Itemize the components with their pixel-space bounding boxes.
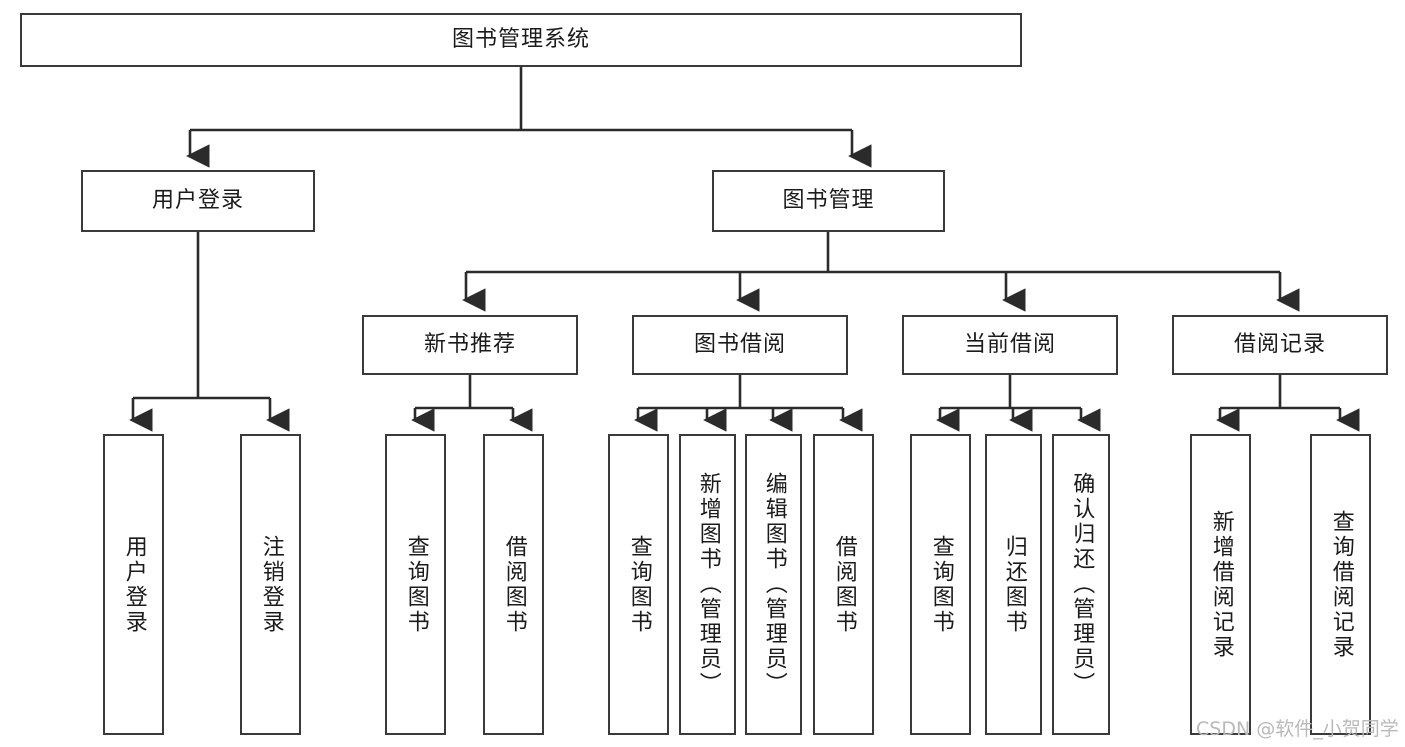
node-label: 借阅记录: [1233, 331, 1326, 357]
leaf-user-login-login[interactable]: 用户登录: [103, 434, 164, 735]
node-new-book-recommend[interactable]: 新书推荐: [362, 315, 578, 375]
leaf-new-book-borrow-book[interactable]: 借阅图书: [483, 434, 544, 735]
node-book-borrow[interactable]: 图书借阅: [632, 315, 848, 375]
leaf-book-borrow-borrow-book[interactable]: 借阅图书: [813, 434, 874, 735]
node-label: 借阅图书: [831, 534, 857, 635]
node-label: 用户登录: [121, 534, 147, 635]
node-book-management[interactable]: 图书管理: [712, 170, 945, 232]
node-label: 查询图书: [403, 534, 429, 635]
node-label: 用户登录: [151, 187, 244, 213]
leaf-borrow-record-add-record[interactable]: 新增借阅记录: [1190, 434, 1251, 735]
node-current-borrow[interactable]: 当前借阅: [902, 315, 1118, 375]
node-user-login[interactable]: 用户登录: [81, 170, 315, 232]
csdn-watermark: CSDN @软件_小贺同学: [1196, 718, 1399, 740]
node-borrow-record[interactable]: 借阅记录: [1172, 315, 1388, 375]
leaf-user-login-logout[interactable]: 注销登录: [240, 434, 301, 735]
node-label: 编辑图书（管理员）: [761, 472, 787, 697]
node-label: 借阅图书: [501, 534, 527, 635]
leaf-book-borrow-add-book-admin[interactable]: 新增图书（管理员）: [679, 434, 736, 735]
node-label: 确认归还（管理员）: [1069, 472, 1095, 697]
node-label: 查询借阅记录: [1328, 509, 1354, 660]
node-label: 当前借阅: [963, 331, 1056, 357]
node-label: 图书借阅: [693, 331, 786, 357]
node-label: 查询图书: [928, 534, 954, 635]
node-label: 新书推荐: [423, 331, 516, 357]
leaf-book-borrow-edit-book-admin[interactable]: 编辑图书（管理员）: [745, 434, 802, 735]
leaf-current-borrow-return-book[interactable]: 归还图书: [985, 434, 1042, 735]
leaf-book-borrow-query-book[interactable]: 查询图书: [608, 434, 669, 735]
node-label: 归还图书: [1001, 534, 1027, 635]
leaf-current-borrow-query-book[interactable]: 查询图书: [910, 434, 971, 735]
node-label: 查询图书: [626, 534, 652, 635]
node-label: 注销登录: [258, 534, 284, 635]
node-label: 新增借阅记录: [1208, 509, 1234, 660]
node-label: 新增图书（管理员）: [695, 472, 721, 697]
node-label: 图书管理: [782, 187, 875, 213]
node-label: 图书管理系统: [451, 26, 590, 52]
leaf-borrow-record-query-record[interactable]: 查询借阅记录: [1310, 434, 1371, 735]
node-root-book-management-system[interactable]: 图书管理系统: [20, 13, 1022, 67]
leaf-new-book-query-book[interactable]: 查询图书: [385, 434, 446, 735]
leaf-current-borrow-confirm-return-admin[interactable]: 确认归还（管理员）: [1052, 434, 1110, 735]
